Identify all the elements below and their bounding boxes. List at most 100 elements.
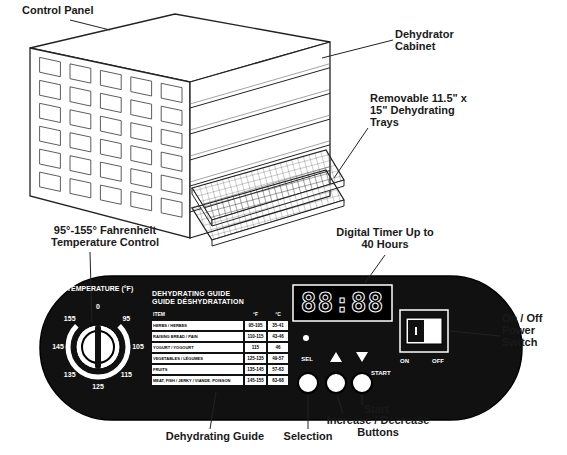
leader-line xyxy=(308,395,309,429)
vent-slot xyxy=(161,152,182,171)
dial-number: 135 xyxy=(60,371,80,379)
tray-front-line xyxy=(190,93,330,134)
vent-slot xyxy=(70,156,91,175)
dial-number: 0 xyxy=(88,303,108,311)
table-cell-text: MEAT, FISH / JERKY / VIANDE, POISSON xyxy=(153,376,243,385)
table-cell xyxy=(245,354,266,363)
knob-pointer xyxy=(95,325,101,369)
leader-line xyxy=(365,255,385,283)
table-cell xyxy=(268,343,288,352)
temperature-knob xyxy=(76,325,120,369)
vent-slot xyxy=(40,80,61,99)
button-label: START xyxy=(371,370,401,377)
callout-label: Selection xyxy=(276,430,340,442)
cabinet-side xyxy=(30,48,190,238)
vent-slot xyxy=(40,149,61,168)
table-cell xyxy=(245,332,266,341)
table-cell-text: FRUITS xyxy=(153,365,243,374)
rocker xyxy=(406,318,442,344)
vent-slot xyxy=(161,83,182,102)
table-cell-text: 110-115 xyxy=(245,332,266,341)
table-cell xyxy=(268,332,288,341)
table-cell xyxy=(245,365,266,374)
vent-slot xyxy=(131,77,152,96)
dial-number: 125 xyxy=(88,383,108,391)
table-cell-text: VEGETABLES / LÉGUMES xyxy=(153,354,243,363)
vent-slot xyxy=(40,103,61,122)
guide-table xyxy=(152,321,288,385)
column-header: °F xyxy=(245,312,266,318)
power-switch xyxy=(400,310,448,352)
select-button xyxy=(298,373,318,393)
increase-button xyxy=(326,373,346,393)
dial-number: 155 xyxy=(60,315,80,323)
vent-slot xyxy=(100,185,121,204)
callout-label: Digital Timer Up to 40 Hours xyxy=(330,226,440,250)
callout-label: Start xyxy=(364,403,404,415)
temperature-scale xyxy=(68,326,128,377)
vent-slot xyxy=(40,57,61,76)
vent-slot xyxy=(100,93,121,112)
table-cell-text: 95-105 xyxy=(245,321,266,330)
callout-label: Removable 11.5" x 15" Dehydrating Trays xyxy=(370,92,470,128)
up-arrow xyxy=(330,352,342,362)
table-cell xyxy=(268,321,288,330)
vent-slot xyxy=(70,64,91,83)
column-header: ITEM xyxy=(153,312,193,318)
callout-label: On / Off Power Switch xyxy=(502,312,564,348)
leader-line xyxy=(210,392,216,429)
tray-lip xyxy=(190,89,330,130)
vent-slot xyxy=(131,169,152,188)
vent-slot xyxy=(40,172,61,191)
column-header: °C xyxy=(268,312,288,318)
table-cell xyxy=(268,376,288,385)
guide-title: DEHYDRATING GUIDE xyxy=(152,290,282,298)
vent-slots xyxy=(40,57,182,217)
down-arrow xyxy=(356,352,368,362)
table-cell xyxy=(152,332,243,341)
table-cell xyxy=(152,365,243,374)
table-cell-text: 57-63 xyxy=(268,365,288,374)
leader-line xyxy=(337,395,343,414)
tray-front-line xyxy=(190,119,330,160)
table-cell-text: 46 xyxy=(268,343,288,352)
vent-slot xyxy=(161,106,182,125)
switch-label: OFF xyxy=(432,358,452,365)
control-panel xyxy=(40,276,522,420)
vent-slot xyxy=(70,110,91,129)
leader-line xyxy=(450,331,500,336)
vent-slot xyxy=(161,198,182,217)
table-cell-text: 35-41 xyxy=(268,321,288,330)
dial-number: 105 xyxy=(128,343,148,351)
table-cell-text: 135-145 xyxy=(245,365,266,374)
callout-label: Control Panel xyxy=(22,4,132,16)
tray-rim xyxy=(212,200,344,246)
tray-lip xyxy=(190,115,330,156)
vent-slot xyxy=(131,123,152,142)
vent-slot xyxy=(100,139,121,158)
dial-number: 145 xyxy=(48,343,68,351)
table-cell-text: 115 xyxy=(245,343,266,352)
button-label: SEL xyxy=(296,356,318,363)
table-cell xyxy=(268,354,288,363)
dial-number: 115 xyxy=(116,371,136,379)
table-cell-text: YOGURT / YOGOURT xyxy=(153,343,243,352)
callout-label: 95°-155° Fahrenheit Temperature Control xyxy=(30,224,180,248)
vent-slot xyxy=(131,146,152,165)
timer-digits: 88:88 xyxy=(295,287,390,319)
switch-label: ON xyxy=(400,358,420,365)
vent-slot xyxy=(70,179,91,198)
callout-label: Increase / Decrease Buttons xyxy=(318,414,438,438)
table-cell-text: 43-46 xyxy=(268,332,288,341)
vent-slot xyxy=(40,126,61,145)
vent-slot xyxy=(100,116,121,135)
timer-display xyxy=(293,285,392,321)
table-cell xyxy=(245,321,266,330)
callout-label: Dehydrator Cabinet xyxy=(395,28,475,52)
table-cell xyxy=(245,343,266,352)
vent-slot xyxy=(131,100,152,119)
leader-line xyxy=(334,128,368,178)
table-cell-text: HERBS / HERBES xyxy=(153,321,243,330)
vent-slot xyxy=(131,192,152,211)
dial-title: TEMPERATURE (°F) xyxy=(58,285,142,293)
